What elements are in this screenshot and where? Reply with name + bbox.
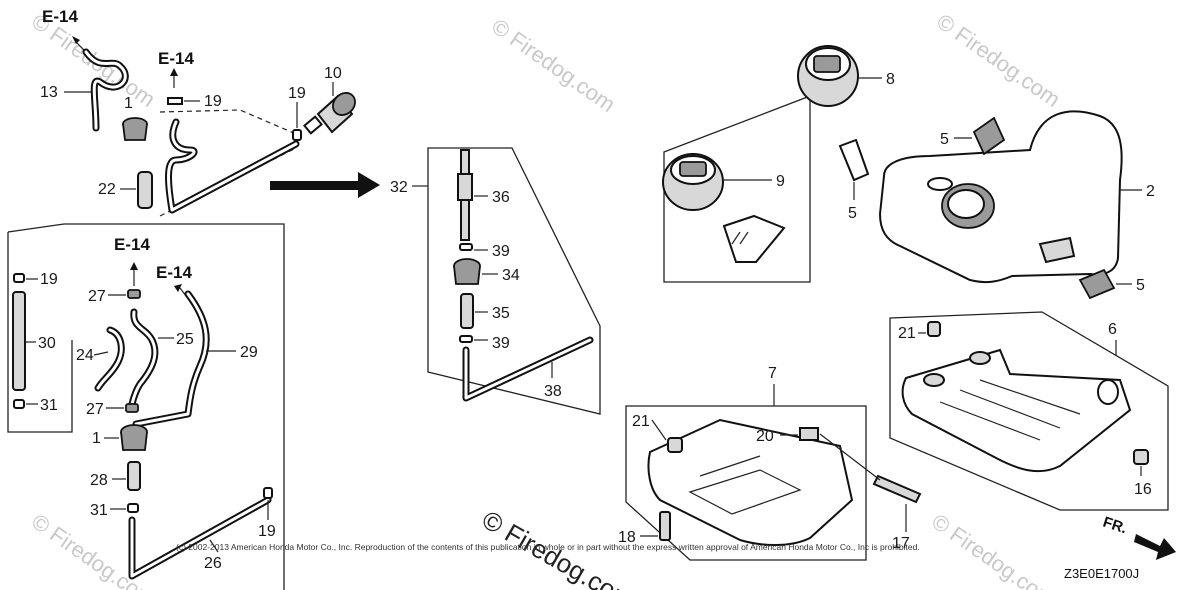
callout-31: 31 (90, 502, 108, 519)
callout-18: 18 (618, 529, 636, 546)
callout-19: 19 (288, 85, 306, 102)
front-marker-label: FR. (1101, 514, 1129, 538)
tank-protector-6: 6 21 16 (889, 311, 1169, 511)
callout-39: 39 (492, 335, 510, 352)
callout-5: 5 (848, 205, 857, 222)
callout-35: 35 (492, 305, 510, 322)
collar-21 (667, 437, 683, 453)
callout-36: 36 (492, 189, 510, 206)
base-plate-7: 7 21 20 17 18 (618, 365, 922, 561)
clip-31 (13, 399, 25, 409)
fuel-cap-group: 9 8 (662, 45, 895, 283)
fitting-35 (460, 293, 474, 329)
callout-34: 34 (502, 267, 520, 284)
callout-29: 29 (240, 344, 258, 361)
callout-24: 24 (76, 347, 94, 364)
callout-6: 6 (1108, 321, 1117, 338)
ref-e14-label: E-14 (114, 235, 150, 254)
callout-2: 2 (1146, 183, 1155, 200)
ref-arrow-line (75, 41, 85, 51)
callout-19: 19 (258, 523, 276, 540)
callout-5: 5 (940, 131, 949, 148)
callout-1: 1 (92, 430, 101, 447)
arrow-right-icon (358, 172, 380, 198)
fitting-28 (127, 461, 141, 491)
fuel-filter-10 (303, 92, 356, 135)
ref-arrow-icon (72, 36, 80, 44)
callout-5: 5 (1136, 277, 1145, 294)
front-arrow-icon (1134, 534, 1176, 560)
callout-17: 17 (892, 535, 910, 552)
bolt-18 (659, 511, 671, 541)
fuel-line-assembly-top-left: E-14 13 1 22 E-14 19 19 (40, 7, 356, 217)
callout-25: 25 (176, 331, 194, 348)
callout-31: 31 (40, 397, 58, 414)
fuel-line-assembly-center: 32 36 39 34 35 39 38 (390, 147, 601, 415)
diagram-code: Z3E0E1700J (1064, 566, 1139, 581)
callout-21: 21 (898, 325, 916, 342)
ref-e14-label: E-14 (156, 263, 192, 282)
collar-21 (927, 321, 941, 337)
callout-19: 19 (40, 271, 58, 288)
callout-30: 30 (38, 335, 56, 352)
direction-arrow (270, 172, 380, 198)
watermark-text: © Firedog.com (487, 14, 620, 117)
ref-e14-label: E-14 (158, 49, 194, 68)
callout-39: 39 (492, 243, 510, 260)
callout-1: 1 (124, 95, 133, 112)
fuel-tank-2: 2 5 5 5 (838, 110, 1155, 300)
callout-27: 27 (88, 288, 106, 305)
tube-22 (137, 171, 153, 209)
watermarks: © Firedog.com © Firedog.com © Firedog.co… (27, 9, 1065, 590)
rubber-mount-5 (838, 138, 870, 182)
callout-26: 26 (204, 555, 222, 572)
clamp-27 (127, 289, 141, 299)
copyright-notice: (c) 2002-2013 American Honda Motor Co., … (176, 542, 920, 552)
callout-21: 21 (632, 413, 650, 430)
tube-30 (12, 291, 26, 391)
rubber-mount-5 (972, 116, 1006, 156)
watermark-text: © Firedog.com (27, 509, 160, 590)
bolt-20 (799, 427, 819, 441)
front-direction-marker: FR. (1101, 514, 1176, 560)
callout-10: 10 (324, 65, 342, 82)
bolt-17 (872, 474, 922, 504)
callout-13: 13 (40, 84, 58, 101)
clip-39 (459, 243, 473, 251)
watermark-text: © Firedog.com (932, 9, 1065, 112)
callout-38: 38 (544, 383, 562, 400)
cap-strap (722, 214, 786, 263)
watermark-text: © Firedog.com (927, 509, 1060, 590)
callout-22: 22 (98, 181, 116, 198)
callout-16: 16 (1134, 481, 1152, 498)
collar-16 (1133, 449, 1149, 465)
fuel-line-hose (165, 118, 300, 214)
callout-8: 8 (886, 71, 895, 88)
clip-19 (263, 487, 273, 499)
callout-32: 32 (390, 179, 408, 196)
clip-31 (127, 503, 139, 513)
callout-28: 28 (90, 472, 108, 489)
clip-19 (13, 273, 25, 283)
callout-9: 9 (776, 173, 785, 190)
callout-19: 19 (204, 93, 222, 110)
clip-19 (167, 97, 183, 105)
clip-19 (292, 129, 302, 141)
clamp-27 (125, 403, 139, 413)
callout-27: 27 (86, 401, 104, 418)
rubber-mount-5 (1078, 268, 1116, 300)
fuel-line-assembly-lower-left: 19 30 31 E-14 E-14 27 24 25 29 27 (7, 223, 285, 590)
callout-7: 7 (768, 365, 777, 382)
hose-29 (132, 290, 210, 428)
clip-39 (459, 335, 473, 343)
callout-20: 20 (756, 428, 774, 445)
ref-e14-label: E-14 (42, 7, 78, 26)
